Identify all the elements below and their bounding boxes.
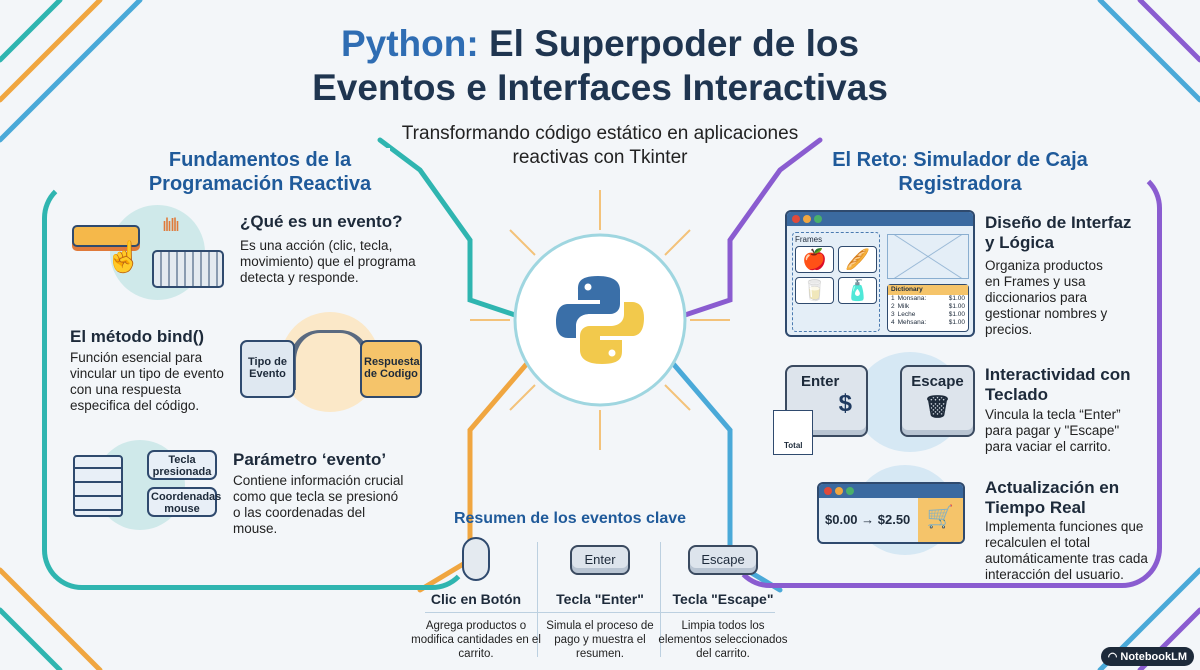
design-text: Organiza productos en Frames y usa dicci… — [985, 258, 1108, 337]
price-update-text: $0.00 → $2.50 — [825, 512, 911, 527]
page-title: Python: El Superpoder de los Eventos e I… — [0, 22, 1200, 110]
code-response-box: Respuesta de Codigo — [360, 340, 422, 398]
dictionary-cell: $1.00 — [948, 295, 965, 302]
title-line1: El Superpoder de los — [478, 23, 860, 64]
event-text: Es una acción (clic, tecla, movimiento) … — [240, 238, 416, 285]
dictionary-cell: Mehsana: — [897, 319, 927, 326]
summary-desc: Simula el proceso de pago y muestra el r… — [546, 620, 654, 660]
dictionary-cell: 3 — [891, 311, 895, 318]
mouse-coords-box: Coordenadas mouse — [147, 487, 221, 517]
watermark-text: NotebookLM — [1120, 651, 1187, 663]
dictionary-cell: $1.00 — [948, 319, 965, 326]
dictionary-cell: Milk — [897, 303, 910, 310]
bind-text: Función esencial para vincular un tipo d… — [70, 350, 224, 413]
bread-icon: 🥖 — [838, 246, 877, 273]
mouse-icon — [462, 537, 490, 581]
summary-enter-key: Enter — [570, 545, 630, 575]
dictionary-cell: $1.00 — [948, 311, 965, 318]
bind-title: El método bind() — [70, 327, 205, 346]
button-click-icon — [72, 225, 140, 247]
milk-icon: 🥛 — [795, 277, 834, 304]
realtime-window-icon: $0.00 → $2.50 🛒 — [817, 482, 965, 544]
fundamentals-panel — [42, 178, 472, 590]
dictionary-cell: 2 — [891, 303, 895, 310]
realtime-title: Actualización en Tiempo Real — [985, 478, 1120, 517]
summary-desc: Agrega productos o modifica cantidades e… — [411, 620, 541, 660]
summary-escape-key: Escape — [688, 545, 758, 575]
bottle-icon: 🧴 — [838, 277, 877, 304]
bridge-icon — [290, 330, 370, 390]
event-type-box: Tipo de Evento — [240, 340, 295, 398]
summary-desc: Limpia todos los elementos seleccionados… — [658, 620, 788, 660]
keyboard-title: Interactividad con Teclado — [985, 365, 1131, 404]
summary-title: Tecla "Enter" — [556, 591, 644, 607]
summary-col-enter: Tecla "Enter" Simula el proceso de pago y… — [535, 591, 665, 661]
summary-col-divider — [660, 542, 661, 657]
receipt-icon: Total — [773, 410, 813, 455]
summary-col-escape: Tecla "Escape" Limpia todos los elementos… — [658, 591, 788, 661]
enter-key-label: Enter — [801, 373, 840, 390]
apple-icon: 🍎 — [795, 246, 834, 273]
fundamentals-heading: Fundamentos de la Programación Reactiva — [130, 148, 390, 196]
sound-wave-icon: ılıIlı — [162, 215, 180, 235]
summary-heading: Resumen de los eventos clave — [453, 510, 687, 527]
event-title: ¿Qué es un evento? — [240, 212, 403, 231]
dictionary-cell: Monsana: — [897, 295, 927, 302]
receipt-total-label: Total — [784, 441, 803, 450]
notebooklm-watermark: ◠ NotebookLM — [1100, 647, 1194, 666]
challenge-heading: El Reto: Simulador de Caja Registradora — [830, 148, 1090, 196]
subtitle: Transformando código estático en aplicac… — [401, 123, 799, 168]
pointer-hand-icon: ☝ — [105, 241, 143, 274]
summary-divider — [425, 612, 775, 613]
dollar-icon: $ — [838, 390, 852, 417]
sunburst-rays — [470, 190, 730, 450]
dictionary-cell: 1 — [891, 295, 895, 302]
dictionary-label: Dictionary — [888, 285, 968, 295]
dictionary-cell: $1.00 — [948, 303, 965, 310]
image-placeholder-icon — [887, 234, 969, 279]
summary-title: Tecla "Escape" — [672, 591, 774, 607]
keyboard-text: Vincula la tecla “Enter” para pagar y "E… — [985, 407, 1121, 454]
param-title: Parámetro ‘evento’ — [233, 450, 387, 469]
frames-area: Frames 🍎 🥖 🥛 🧴 — [792, 232, 880, 332]
dictionary-cell: 4 — [891, 319, 895, 326]
title-highlight: Python: — [340, 23, 479, 64]
keyboard-icon — [152, 250, 224, 288]
document-icon — [73, 455, 123, 517]
summary-title: Clic en Botón — [430, 591, 522, 607]
escape-key-icon: Escape 🗑 — [900, 365, 975, 437]
summary-col-divider — [537, 542, 538, 657]
design-title: Diseño de Interfaz y Lógica — [985, 213, 1132, 252]
python-logo-icon — [556, 276, 644, 364]
escape-key-label: Escape — [911, 373, 964, 390]
key-pressed-box: Tecla presionada — [147, 450, 217, 480]
watermark-icon: ◠ — [1107, 651, 1121, 663]
challenge-panel — [730, 168, 1162, 588]
dictionary-cell: Leche — [897, 311, 916, 318]
title-line2: Eventos e Interfaces Interactivas — [312, 67, 888, 108]
trash-icon: 🗑 — [923, 394, 952, 419]
cart-icon: 🛒 — [918, 498, 963, 542]
realtime-text: Implementa funciones que recalculen el t… — [985, 519, 1148, 582]
frames-label: Frames — [795, 235, 823, 244]
param-text: Contiene información crucial como que te… — [233, 473, 404, 536]
